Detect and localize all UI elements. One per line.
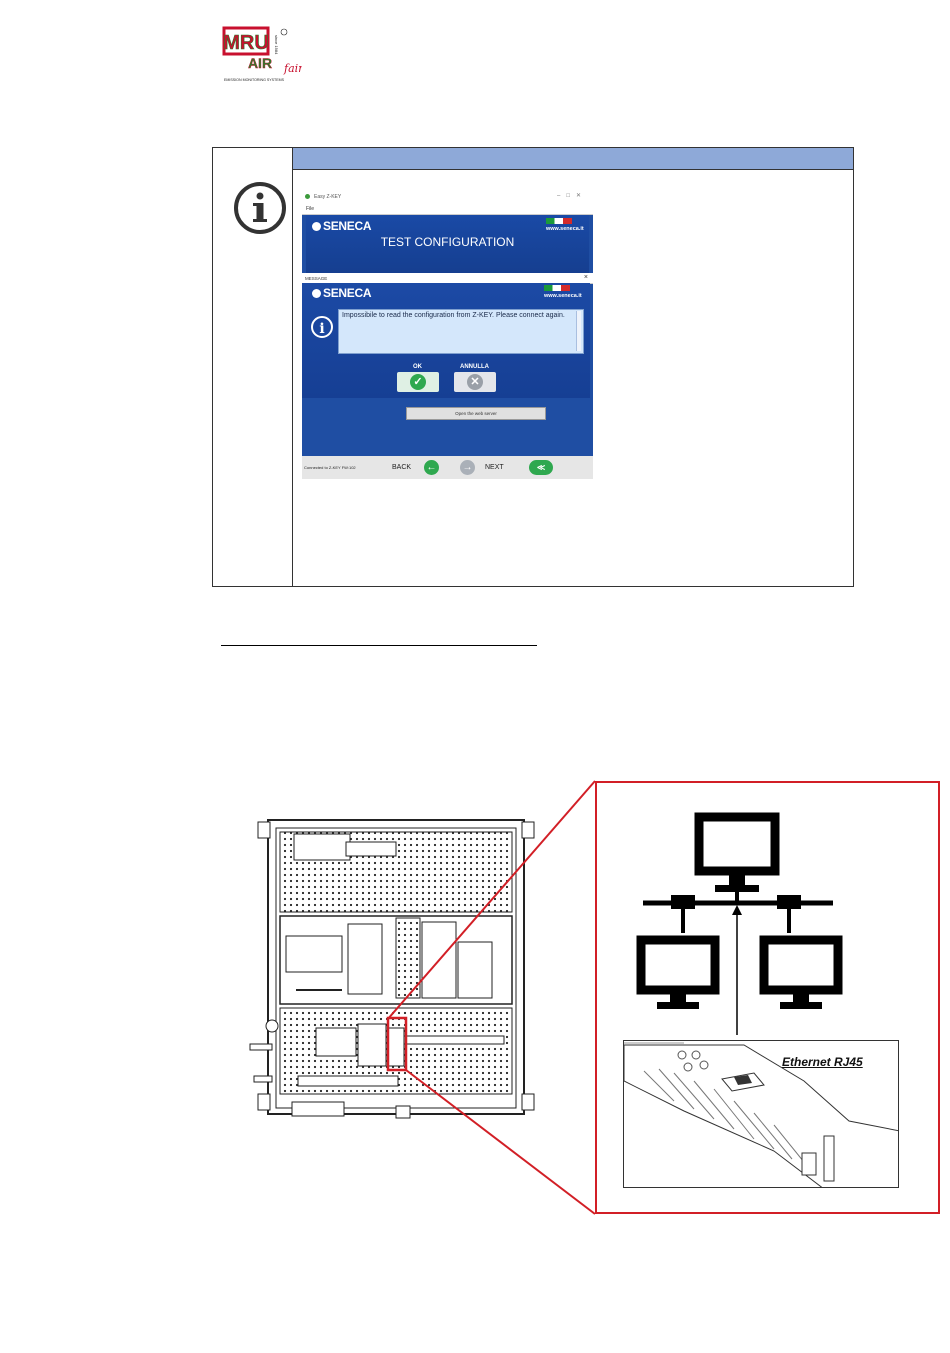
seneca-logo-icon: [312, 289, 321, 298]
fast-forward-icon[interactable]: ≪: [529, 460, 553, 475]
window-titlebar: Easy Z-KEY –□✕: [302, 189, 593, 204]
brand-label: SENECA: [323, 286, 372, 300]
ok-button[interactable]: ✓: [397, 372, 439, 392]
seneca-logo-icon: [312, 222, 321, 231]
software-screenshot: Easy Z-KEY –□✕ File SENECA www.seneca.it…: [302, 189, 593, 479]
seneca-logo: SENECA: [312, 286, 372, 300]
website-label: www.seneca.it: [546, 226, 584, 232]
info-note-box: [212, 147, 854, 587]
svg-text:EMISSION MONITORING SYSTEMS: EMISSION MONITORING SYSTEMS: [224, 78, 285, 82]
next-label: NEXT: [485, 464, 504, 471]
message-title: MESSAGE: [305, 276, 328, 281]
wizard-footer: Connected to Z-KEY FW:102 BACK ← → NEXT …: [302, 456, 593, 479]
window-controls[interactable]: –□✕: [557, 193, 587, 199]
rj45-port-icon: [734, 1075, 752, 1085]
x-icon: ✕: [467, 374, 483, 390]
ethernet-rj45-label: Ethernet RJ45: [782, 1055, 863, 1069]
svg-text:fair: fair: [283, 62, 302, 75]
app-icon: [305, 194, 310, 199]
info-box-header-bar: [293, 148, 853, 170]
scrollbar[interactable]: [576, 311, 581, 351]
info-icon: [232, 180, 288, 236]
monitor-icon: [694, 812, 780, 892]
forward-arrow-icon[interactable]: →: [460, 460, 475, 475]
company-logo: MRU AIR fair EMISSION MONITORING SYSTEMS…: [222, 26, 304, 84]
network-diagram: [636, 812, 843, 1035]
monitor-icon: [636, 935, 720, 1009]
check-icon: ✓: [410, 374, 426, 390]
test-config-header: SENECA www.seneca.it: [306, 215, 589, 275]
svg-text:since 1984: since 1984: [274, 35, 279, 55]
menu-bar: File: [302, 204, 593, 215]
window-title: Easy Z-KEY: [314, 194, 342, 200]
connection-status: Connected to Z-KEY FW:102: [304, 465, 356, 470]
page-title: TEST CONFIGURATION: [380, 235, 515, 249]
cancel-label: ANNULLA: [460, 364, 489, 370]
ethernet-detail-callout: [595, 781, 940, 1214]
open-web-server-button[interactable]: Open the web server: [406, 407, 546, 420]
caption-underline: [221, 645, 537, 646]
back-label: BACK: [392, 464, 412, 471]
brand-label: SENECA: [323, 219, 372, 233]
cancel-button[interactable]: ✕: [454, 372, 496, 392]
info-box-divider: [292, 148, 293, 586]
close-icon[interactable]: ×: [583, 274, 588, 281]
monitor-icon: [759, 935, 843, 1009]
cabinet-technical-drawing: [246, 818, 546, 1128]
svg-text:MRU: MRU: [223, 32, 269, 54]
info-icon: i: [311, 316, 333, 338]
italian-flag-icon: [544, 285, 570, 291]
website-label: www.seneca.it: [544, 293, 582, 299]
seneca-logo: SENECA: [312, 219, 372, 233]
menu-file[interactable]: File: [306, 206, 315, 212]
back-arrow-icon[interactable]: ←: [424, 460, 439, 475]
message-dialog: SENECA www.seneca.it i Impossibile to re…: [302, 283, 590, 398]
message-text: Impossibile to read the configuration fr…: [338, 309, 584, 354]
italian-flag-icon: [546, 218, 572, 224]
ethernet-port-drawing: Ethernet RJ45: [623, 1040, 899, 1188]
ok-label: OK: [413, 364, 422, 370]
svg-text:AIR: AIR: [248, 55, 272, 71]
